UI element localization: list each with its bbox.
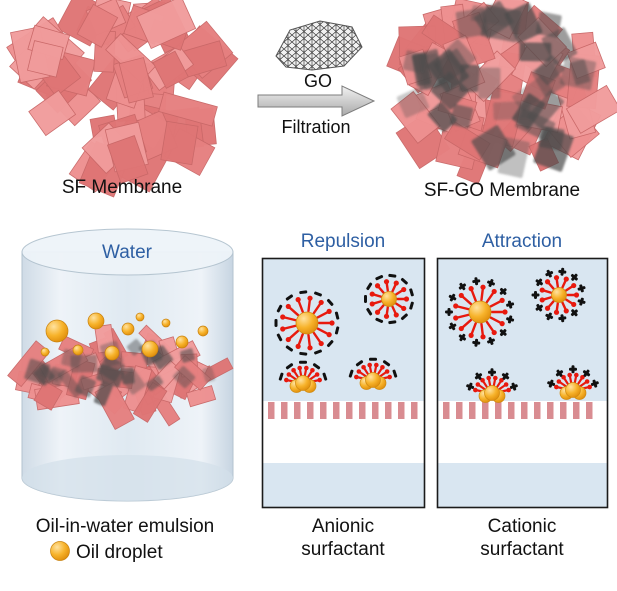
sfgo-membrane-label: SF-GO Membrane xyxy=(424,180,580,201)
oil-droplet-legend: Oil droplet xyxy=(50,541,163,563)
anionic-label-line1: Anionic xyxy=(312,516,374,537)
cationic-label-line1: Cationic xyxy=(488,516,557,537)
repulsion-micelles xyxy=(274,273,414,393)
cylinder-top-rim xyxy=(21,228,234,276)
arrow-shape xyxy=(257,85,376,117)
filtration-label: Filtration xyxy=(281,117,350,137)
filtration-arrow-icon xyxy=(257,85,376,117)
anionic-label-line2: surfactant xyxy=(301,539,385,560)
oil-droplet-label: Oil droplet xyxy=(76,542,163,563)
water-label: Water xyxy=(102,242,153,263)
repulsion-panel xyxy=(261,257,426,509)
oil-droplets xyxy=(40,312,209,361)
sfgo-membrane-illustration xyxy=(386,0,617,185)
water-region-top xyxy=(438,259,607,401)
attraction-panel xyxy=(436,257,609,509)
water-region-bottom xyxy=(438,463,607,507)
sf-membrane-illustration xyxy=(6,0,239,198)
water-cylinder: Water xyxy=(7,228,234,502)
panel-border xyxy=(436,257,609,509)
go-sheet-icon xyxy=(275,20,363,71)
go-label: GO xyxy=(304,71,332,91)
cationic-label-line2: surfactant xyxy=(480,539,564,560)
cylinder-bottom xyxy=(22,455,233,501)
water-region-bottom xyxy=(263,463,424,507)
membrane-band-attraction xyxy=(443,402,593,419)
emulsion-label: Oil-in-water emulsion xyxy=(36,516,214,537)
oil-droplet-icon xyxy=(50,541,70,561)
go-mesh-shape xyxy=(275,20,363,71)
repulsion-title: Repulsion xyxy=(301,231,386,252)
membrane-band-repulsion xyxy=(268,402,418,419)
attraction-title: Attraction xyxy=(482,231,562,252)
attraction-micelles xyxy=(445,267,599,403)
sf-membrane-label: SF Membrane xyxy=(62,177,182,198)
panel-border xyxy=(261,257,426,509)
